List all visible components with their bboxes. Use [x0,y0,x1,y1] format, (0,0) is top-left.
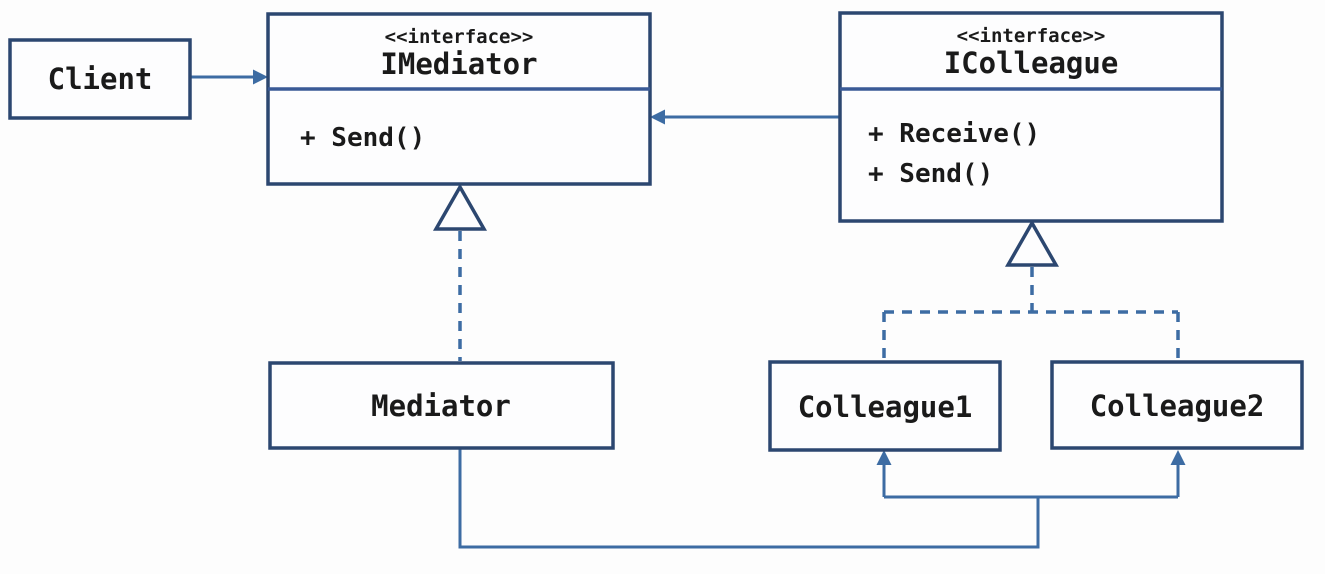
arrowhead-left-icon [650,109,665,125]
arrowhead-right-icon [253,69,268,85]
mediator-box [268,361,615,450]
mediator-class-node: Mediator [268,361,615,450]
imediator-name: IMediator [380,47,537,81]
colleague1-label: Colleague1 [798,390,973,424]
icolleague-stereotype: <<interface>> [957,25,1106,47]
hollow-triangle-icon [432,183,488,231]
edge-colleagues-realize-icolleague [882,219,1180,360]
colleague2-label: Colleague2 [1090,389,1265,423]
edge-mediator-realizes-imediator [432,183,488,361]
arrowhead-up-icon [876,450,892,465]
icolleague-box [838,11,1224,223]
colleague2-class-node: Colleague2 [1050,360,1304,450]
imediator-method-send: + Send() [300,123,425,153]
icolleague-interface-node: <<interface>> IColleague + Receive() + S… [838,11,1224,223]
mediator-colleagues-route [458,449,1040,549]
imediator-stereotype: <<interface>> [385,26,534,48]
client-class-node: Client [8,38,192,120]
mediator-label: Mediator [371,389,511,423]
colleague1-box [768,360,1002,452]
client-box [8,38,192,120]
colleague2-box [1050,360,1304,450]
client-label: Client [48,62,153,96]
hollow-triangle-icon [1004,219,1060,267]
arrowhead-up-icon [1170,450,1186,465]
icolleague-method-send: + Send() [868,159,993,189]
icolleague-name: IColleague [944,46,1119,80]
edge-client-to-imediator [190,69,268,85]
edge-icolleague-to-imediator [650,109,840,125]
icolleague-method-receive: + Receive() [868,119,1040,149]
edge-mediator-to-colleagues [458,449,1186,549]
colleague1-class-node: Colleague1 [768,360,1002,452]
imediator-interface-node: <<interface>> IMediator + Send() [266,12,652,186]
imediator-box [266,12,652,186]
